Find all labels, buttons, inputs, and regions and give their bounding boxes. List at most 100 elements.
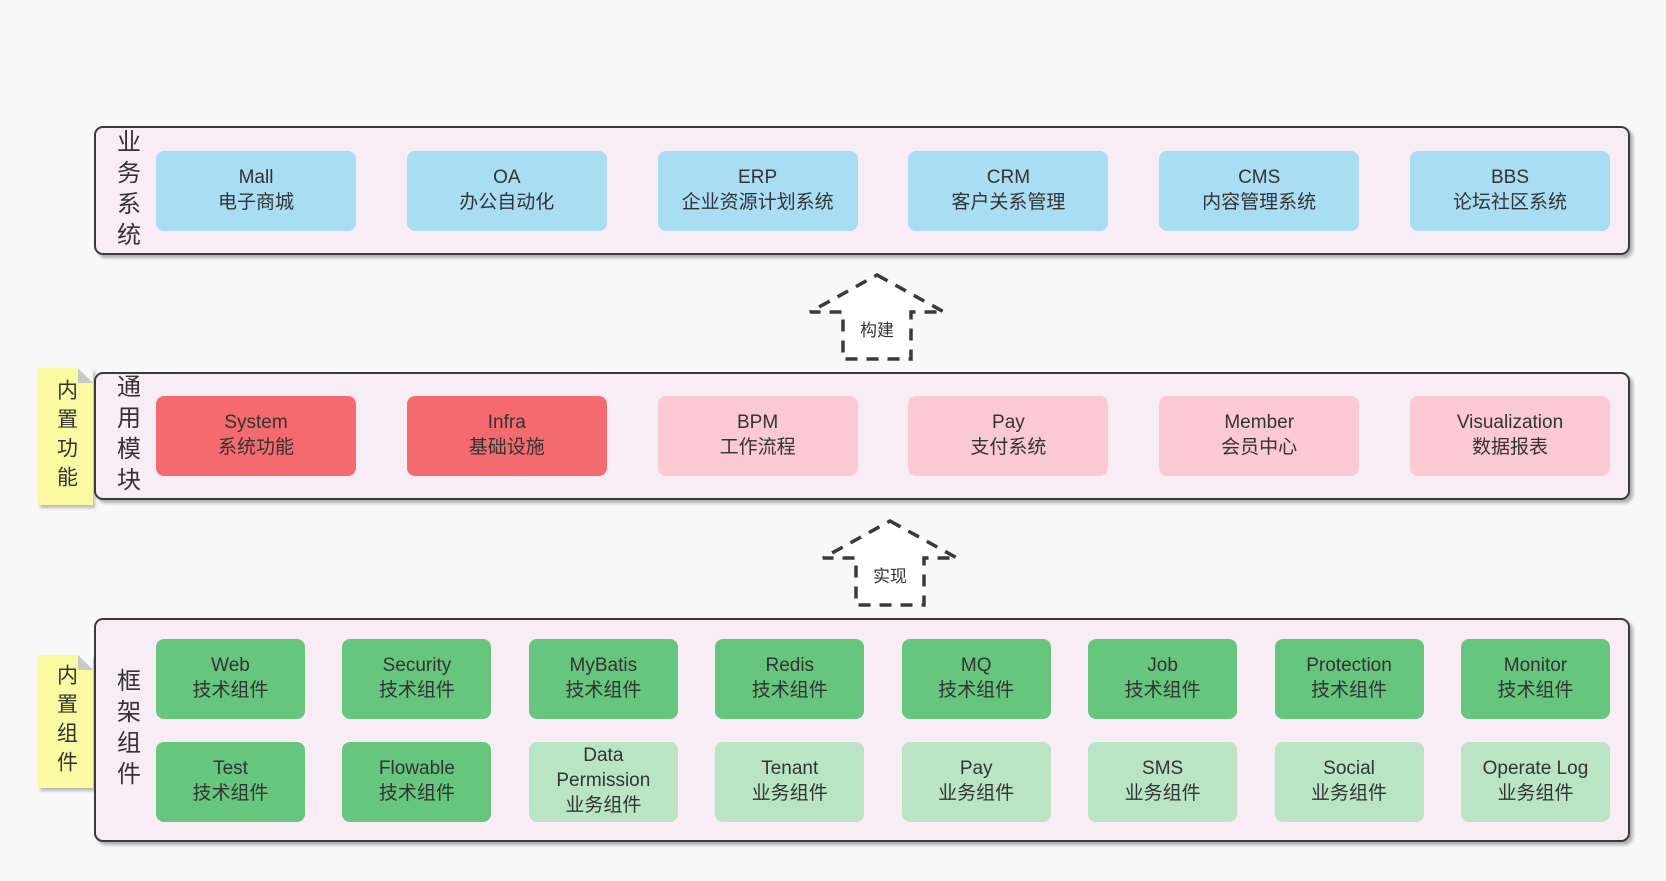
module-box-mq: MQ 技术组件	[901, 638, 1051, 719]
sticky-note-built-in-features-label: 内置功能	[54, 378, 78, 495]
box-subtitle: 技术组件	[378, 782, 455, 804]
module-box-sms: SMS 业务组件	[1088, 741, 1238, 822]
box-subtitle: 业务组件	[1497, 782, 1574, 804]
box-subtitle: 论坛社区系统	[1452, 191, 1567, 213]
sticky-note-built-in-components: 内置组件	[38, 655, 93, 788]
box-subtitle: 技术组件	[565, 679, 642, 701]
module-box-security: Security 技术组件	[342, 638, 492, 719]
box-subtitle: 技术组件	[378, 679, 455, 701]
box-title: Pay	[992, 412, 1025, 434]
box-title: Data Permission	[556, 745, 651, 792]
module-box-infra: Infra 基础设施	[406, 396, 607, 476]
box-subtitle: 技术组件	[751, 679, 828, 701]
sticky-note-built-in-features: 内置功能	[38, 368, 93, 505]
module-box-flowable: Flowable 技术组件	[342, 741, 492, 822]
box-title: BPM	[737, 412, 779, 434]
module-box-operate-log: Operate Log 业务组件	[1460, 741, 1610, 822]
box-subtitle: 系统功能	[217, 437, 294, 458]
box-title: Job	[1147, 654, 1178, 676]
box-title: MyBatis	[569, 654, 638, 676]
box-title: Test	[213, 757, 248, 779]
box-title: MQ	[960, 654, 992, 676]
box-subtitle: 工作流程	[719, 437, 796, 458]
box-title: OA	[493, 166, 521, 188]
box-title: Visualization	[1456, 412, 1564, 434]
box-title: Mall	[238, 166, 274, 188]
band-business-systems-rows: Mall 电子商城 OA 办公自动化 ERP 企业资源计划系统 CRM 客户关系管理 CMS 内容…	[156, 128, 1628, 253]
box-title: Member	[1224, 412, 1295, 434]
box-title: Flowable	[378, 757, 455, 779]
box-title: ERP	[738, 166, 778, 188]
module-box-job: Job 技术组件	[1088, 638, 1238, 719]
box-subtitle: 企业资源计划系统	[681, 191, 834, 213]
box-subtitle: 业务组件	[751, 782, 828, 804]
module-box-test: Test 技术组件	[156, 741, 305, 822]
module-box-cms: CMS 内容管理系统	[1159, 150, 1360, 231]
module-box-crm: CRM 客户关系管理	[908, 150, 1109, 231]
module-box-mall: Mall 电子商城	[156, 150, 356, 231]
module-box-member: Member 会员中心	[1159, 396, 1360, 476]
box-subtitle: 技术组件	[192, 679, 269, 701]
module-box-bbs: BBS 论坛社区系统	[1409, 150, 1610, 231]
band-side-label-common-modules: 通用模块	[112, 374, 140, 498]
arrow-implement-label: 实现	[870, 562, 910, 587]
box-title: Pay	[959, 757, 993, 779]
box-subtitle: 技术组件	[1124, 679, 1201, 701]
box-subtitle: 基础设施	[468, 437, 545, 458]
box-title: Operate Log	[1482, 757, 1589, 779]
module-box-bpm: BPM 工作流程	[657, 396, 858, 476]
box-subtitle: 内容管理系统	[1202, 191, 1317, 213]
box-title: CMS	[1238, 166, 1281, 188]
box-subtitle: 技术组件	[938, 679, 1015, 701]
box-subtitle: 技术组件	[1311, 679, 1388, 701]
arrow-implement: 实现	[820, 518, 960, 608]
box-subtitle: 业务组件	[938, 782, 1015, 804]
box-title: Web	[211, 654, 250, 676]
box-title: BBS	[1490, 166, 1529, 188]
arrow-build-label: 构建	[857, 316, 897, 341]
box-subtitle: 客户关系管理	[951, 191, 1066, 213]
box-title: Monitor	[1503, 654, 1568, 676]
box-subtitle: 业务组件	[1311, 782, 1388, 804]
box-subtitle: 数据报表	[1471, 437, 1548, 458]
box-title: Social	[1323, 757, 1375, 779]
module-box-oa: OA 办公自动化	[406, 150, 607, 231]
band-side-label-framework-components: 框架组件	[112, 668, 140, 792]
box-subtitle: 技术组件	[1497, 679, 1574, 701]
box-subtitle: 会员中心	[1221, 437, 1298, 458]
module-box-social: Social 业务组件	[1274, 741, 1424, 822]
box-subtitle: 技术组件	[192, 782, 269, 804]
module-box-visualization: Visualization 数据报表	[1409, 396, 1610, 476]
box-title: CRM	[986, 166, 1031, 188]
sticky-note-built-in-components-label: 内置组件	[54, 663, 78, 780]
box-subtitle: 办公自动化	[459, 191, 555, 213]
module-box-redis: Redis 技术组件	[715, 638, 865, 719]
arrow-build: 构建	[807, 272, 947, 362]
box-title: Infra	[487, 412, 526, 434]
module-box-erp: ERP 企业资源计划系统	[657, 150, 858, 231]
module-box-monitor: Monitor 技术组件	[1460, 638, 1610, 719]
box-title: Security	[382, 654, 452, 676]
module-row: Mall 电子商城 OA 办公自动化 ERP 企业资源计划系统 CRM 客户关系管理 CMS 内容…	[156, 150, 1610, 231]
box-subtitle: 业务组件	[565, 794, 642, 816]
module-box-pay: Pay 业务组件	[901, 741, 1051, 822]
box-subtitle: 支付系统	[970, 437, 1047, 458]
box-subtitle: 业务组件	[1124, 782, 1201, 804]
box-subtitle: 电子商城	[217, 191, 294, 213]
box-title: SMS	[1142, 757, 1184, 779]
box-title: Redis	[765, 654, 815, 676]
band-side-label-business-systems: 业务系统	[112, 128, 140, 253]
module-box-mybatis: MyBatis 技术组件	[528, 638, 678, 719]
